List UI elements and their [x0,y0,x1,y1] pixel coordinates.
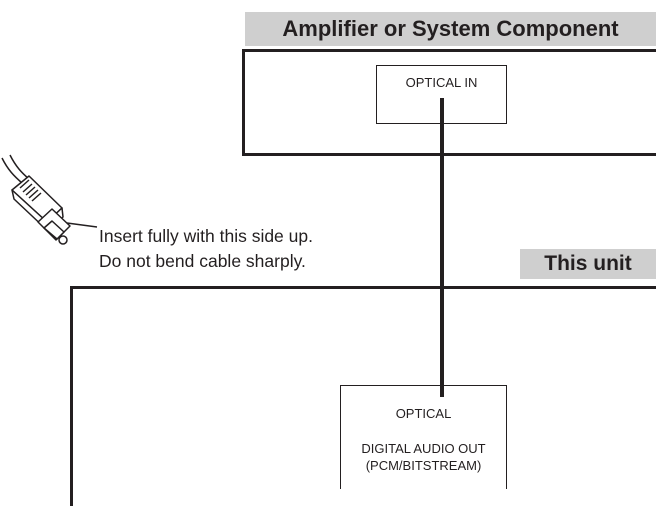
digital-audio-out-port: OPTICAL DIGITAL AUDIO OUT (PCM/BITSTREAM… [340,385,507,489]
plug-note-line1: Insert fully with this side up. [99,226,313,246]
amplifier-component-box [242,49,656,156]
digital-audio-out-label: DIGITAL AUDIO OUT [361,441,486,456]
pcm-bitstream-label: (PCM/BITSTREAM) [365,458,482,473]
amplifier-label: Amplifier or System Component [245,12,656,46]
cable-diagram [1,98,444,397]
this-unit-label: This unit [520,249,656,279]
plug-note-line2: Do not bend cable sharply. [99,251,306,271]
optical-port-label: OPTICAL [395,406,452,421]
optical-plug-icon [1,154,98,245]
this-unit-box [70,286,656,506]
